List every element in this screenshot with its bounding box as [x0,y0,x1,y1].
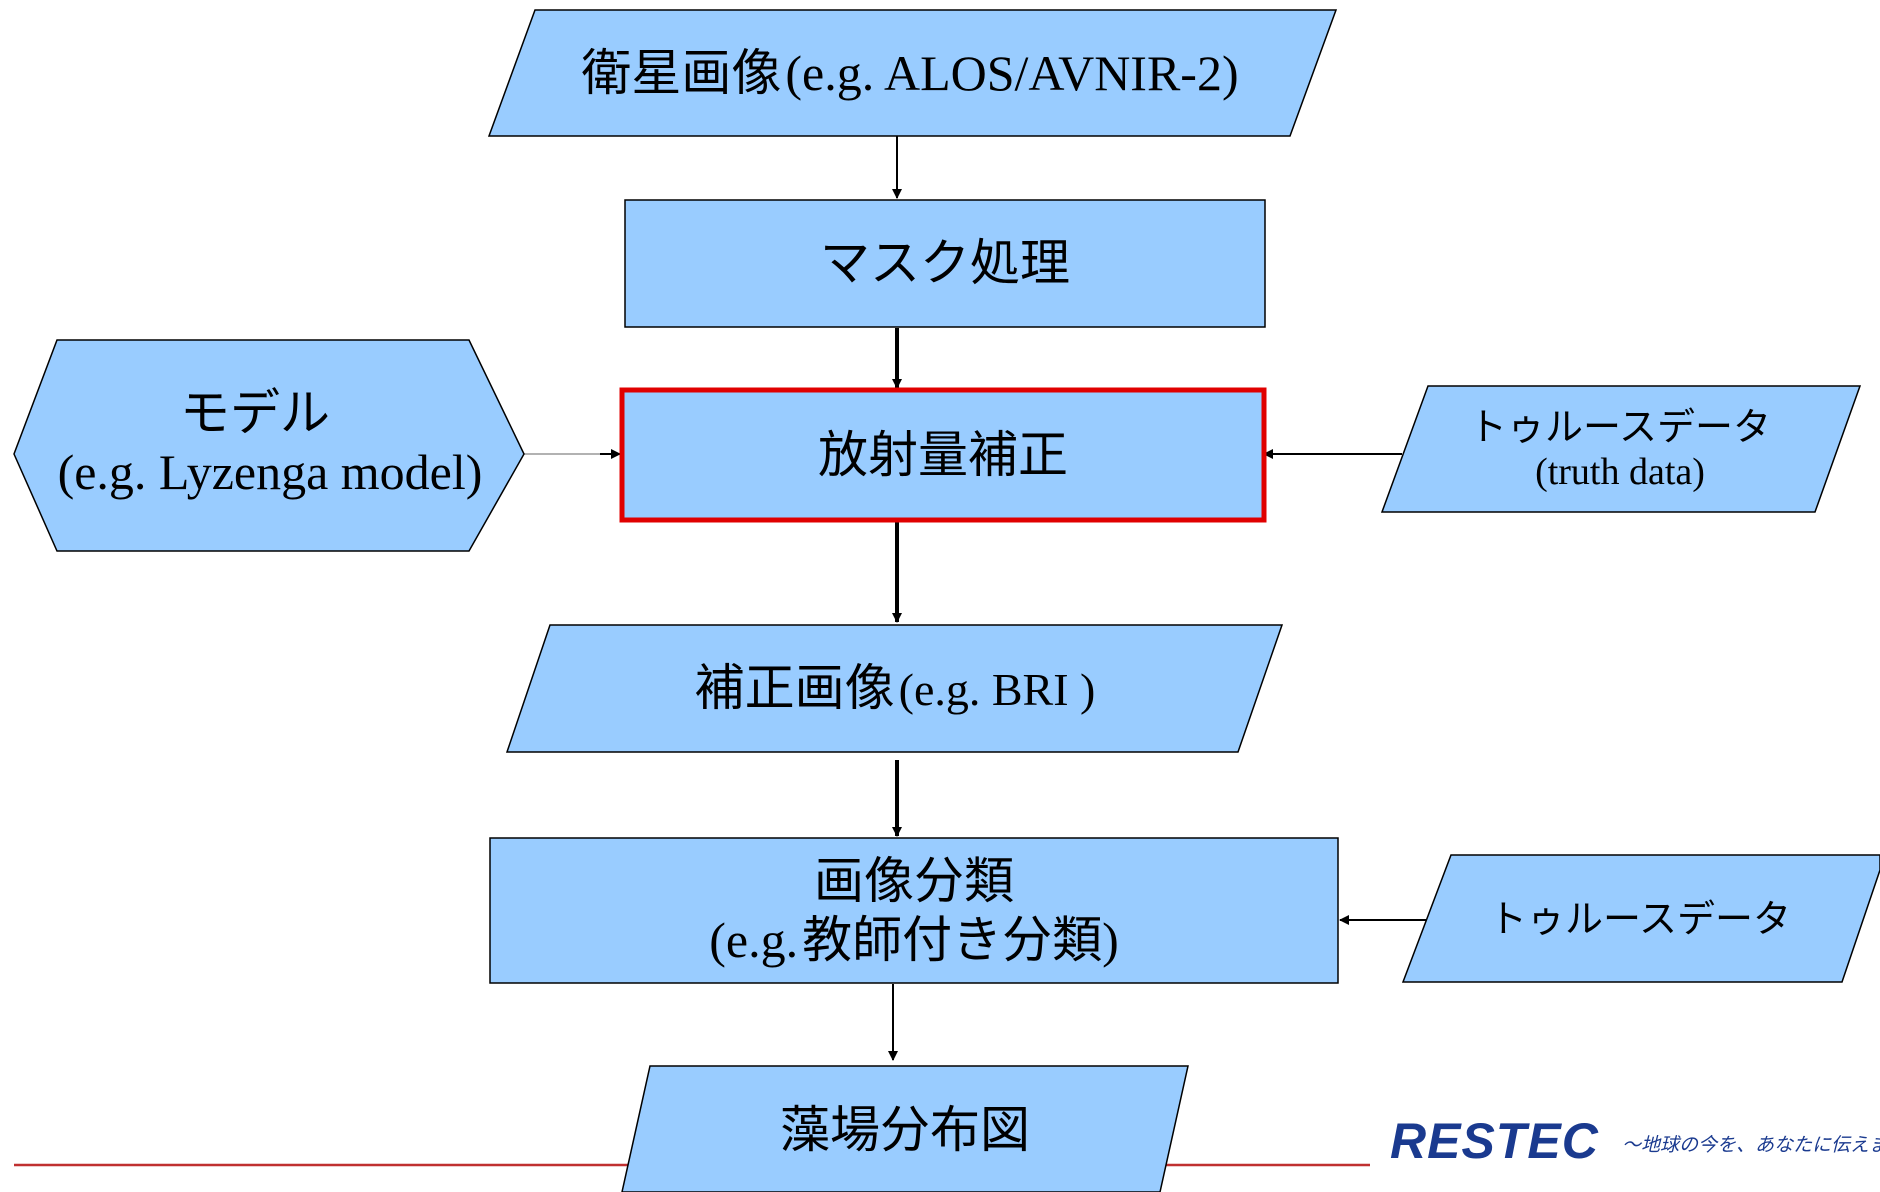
mask-process-label: マスク処理 [625,200,1265,327]
mask-process-shape [624,199,1266,328]
image-classification-prefix: (e.g. [709,911,799,968]
corrected-image-shape [505,624,1284,753]
image-classification-shape [489,837,1339,984]
truth-data-shape [1380,385,1862,513]
radiometric-correction-shape [619,387,1267,523]
model-jp: モデル [180,384,330,442]
satellite-image-jp: 衛星画像 [581,43,782,102]
image-classification-suffix: ) [1102,911,1119,968]
footer-tagline: ～地球の今を、あなたに伝えま [1622,1134,1880,1156]
truth-data-label: トゥルースデータ (truth data) [1410,392,1830,507]
corrected-image-en: (e.g. BRI ) [898,663,1096,715]
satellite-image-label: 衛星画像 (e.g. ALOS/AVNIR-2) [510,12,1310,134]
radiometric-correction-text: 放射量補正 [818,425,1068,484]
model-shape [13,339,525,552]
seagrass-map-text: 藻場分布図 [780,1100,1030,1159]
satellite-image-en: (e.g. ALOS/AVNIR-2) [785,44,1239,101]
corrected-image-jp: 補正画像 [694,658,895,717]
satellite-image-shape [487,9,1338,137]
image-classification-jp: 画像分類 [814,851,1014,910]
truth-data-2-shape [1401,854,1880,983]
radiometric-correction-label: 放射量補正 [625,393,1261,517]
mask-process-text: マスク処理 [820,234,1070,292]
corrected-image-label: 補正画像 (e.g. BRI ) [530,627,1260,749]
truth-data-2-label: トゥルースデータ [1430,860,1850,978]
model-label: モデル (e.g. Lyzenga model) [30,368,510,518]
image-classification-sub-jp: 教師付き分類 [802,910,1103,969]
truth-data-en: (truth data) [1535,450,1705,493]
truth-data-jp: トゥルースデータ [1468,404,1772,449]
seagrass-map-shape [621,1065,1189,1192]
truth-data-2-text: トゥルースデータ [1488,896,1792,941]
seagrass-map-label: 藻場分布図 [640,1070,1170,1190]
image-classification-label: 画像分類 (e.g. 教師付き分類) [490,838,1338,983]
model-en: (e.g. Lyzenga model) [57,444,483,500]
restec-logo: RESTEC [1390,1113,1599,1169]
